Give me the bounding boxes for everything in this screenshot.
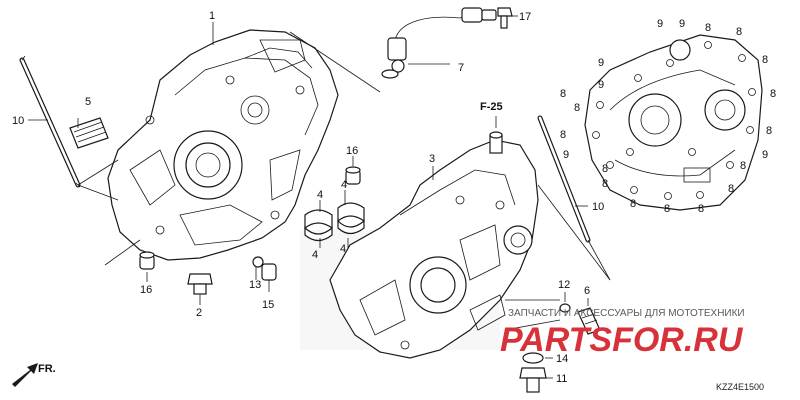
callout-11: 11 [556, 373, 567, 385]
callout-8-j: 8 [602, 163, 608, 175]
watermark-tagline: ЗАПЧАСТИ И АКСЕССУАРЫ ДЛЯ МОТОТЕХНИКИ [508, 308, 745, 319]
callout-14: 14 [556, 353, 568, 365]
callout-2: 2 [196, 307, 202, 319]
dowel-pin-16-lower [139, 251, 155, 270]
callout-3: 3 [429, 153, 435, 165]
callout-8-e: 8 [766, 125, 772, 137]
callout-16-left: 16 [140, 284, 152, 296]
callout-8-c: 8 [762, 54, 768, 66]
watermark: ЗАПЧАСТИ И АКСЕССУАРЫ ДЛЯ МОТОТЕХНИКИ PA… [500, 308, 745, 359]
callout-9-e: 9 [563, 149, 569, 161]
washer-12 [559, 303, 571, 313]
callout-16-upper: 16 [346, 145, 358, 157]
drain-bolt-2 [187, 273, 213, 295]
crankcase-cover-right [584, 34, 763, 211]
callout-9-a: 9 [657, 18, 663, 30]
callout-9-f: 9 [762, 149, 768, 161]
callout-8-b: 8 [736, 26, 742, 38]
bearing-4-a [304, 209, 333, 242]
callout-10-left: 10 [12, 115, 24, 127]
callout-13: 13 [249, 279, 261, 291]
callout-15: 15 [262, 299, 274, 311]
watermark-logo: PARTSFOR.RU [500, 321, 744, 359]
stud-bolt-right [537, 115, 591, 243]
callout-8-f: 8 [740, 160, 746, 172]
washer-14 [522, 352, 544, 364]
callout-4-d: 4 [340, 243, 346, 255]
callout-4-a: 4 [317, 189, 323, 201]
bearing-4-b [337, 202, 365, 235]
callout-9-d: 9 [598, 79, 604, 91]
callout-10-right: 10 [592, 201, 604, 213]
oil-jet-6 [577, 307, 601, 335]
dowel-pin-16-upper [345, 166, 361, 185]
callout-1: 1 [209, 10, 215, 22]
callout-8-a: 8 [705, 22, 711, 34]
cover-bolt-holes [592, 41, 756, 200]
callout-12: 12 [558, 279, 570, 291]
section-ref-label: F-25 [480, 101, 503, 113]
callout-4-c: 4 [312, 249, 318, 261]
dowel-pin-15 [261, 263, 277, 281]
callout-8-n: 8 [698, 203, 704, 215]
callout-8-g: 8 [560, 88, 566, 100]
callout-8-k: 8 [602, 178, 608, 190]
callout-8-d: 8 [770, 88, 776, 100]
neutral-switch-sensor [381, 7, 497, 79]
oil-strainer-screen [69, 117, 109, 149]
diagram-code: KZZ4E1500 [716, 382, 764, 392]
callout-8-h: 8 [574, 102, 580, 114]
front-direction-marker: FR. [12, 363, 56, 387]
callout-4-b: 4 [341, 179, 347, 191]
callout-7: 7 [458, 62, 464, 74]
right-crankcase [329, 131, 539, 359]
callout-8-m: 8 [664, 203, 670, 215]
callout-9-b: 9 [679, 18, 685, 30]
callout-8-i: 8 [560, 129, 566, 141]
o-ring-13 [252, 256, 264, 268]
callout-17: 17 [519, 11, 531, 23]
front-label: FR. [38, 363, 56, 375]
callout-8-l: 8 [630, 198, 636, 210]
bolt-17 [497, 7, 513, 29]
callout-5: 5 [85, 96, 91, 108]
left-crankcase [107, 29, 339, 261]
callout-8-o: 8 [728, 183, 734, 195]
callout-9-c: 9 [598, 57, 604, 69]
leader-lines [28, 15, 611, 379]
bolt-11 [519, 367, 547, 393]
callout-labels: 1 5 10 16 2 13 15 16 4 4 4 4 3 7 17 F-25… [12, 10, 776, 385]
callout-6: 6 [584, 285, 590, 297]
stud-bolt-left [19, 55, 81, 188]
